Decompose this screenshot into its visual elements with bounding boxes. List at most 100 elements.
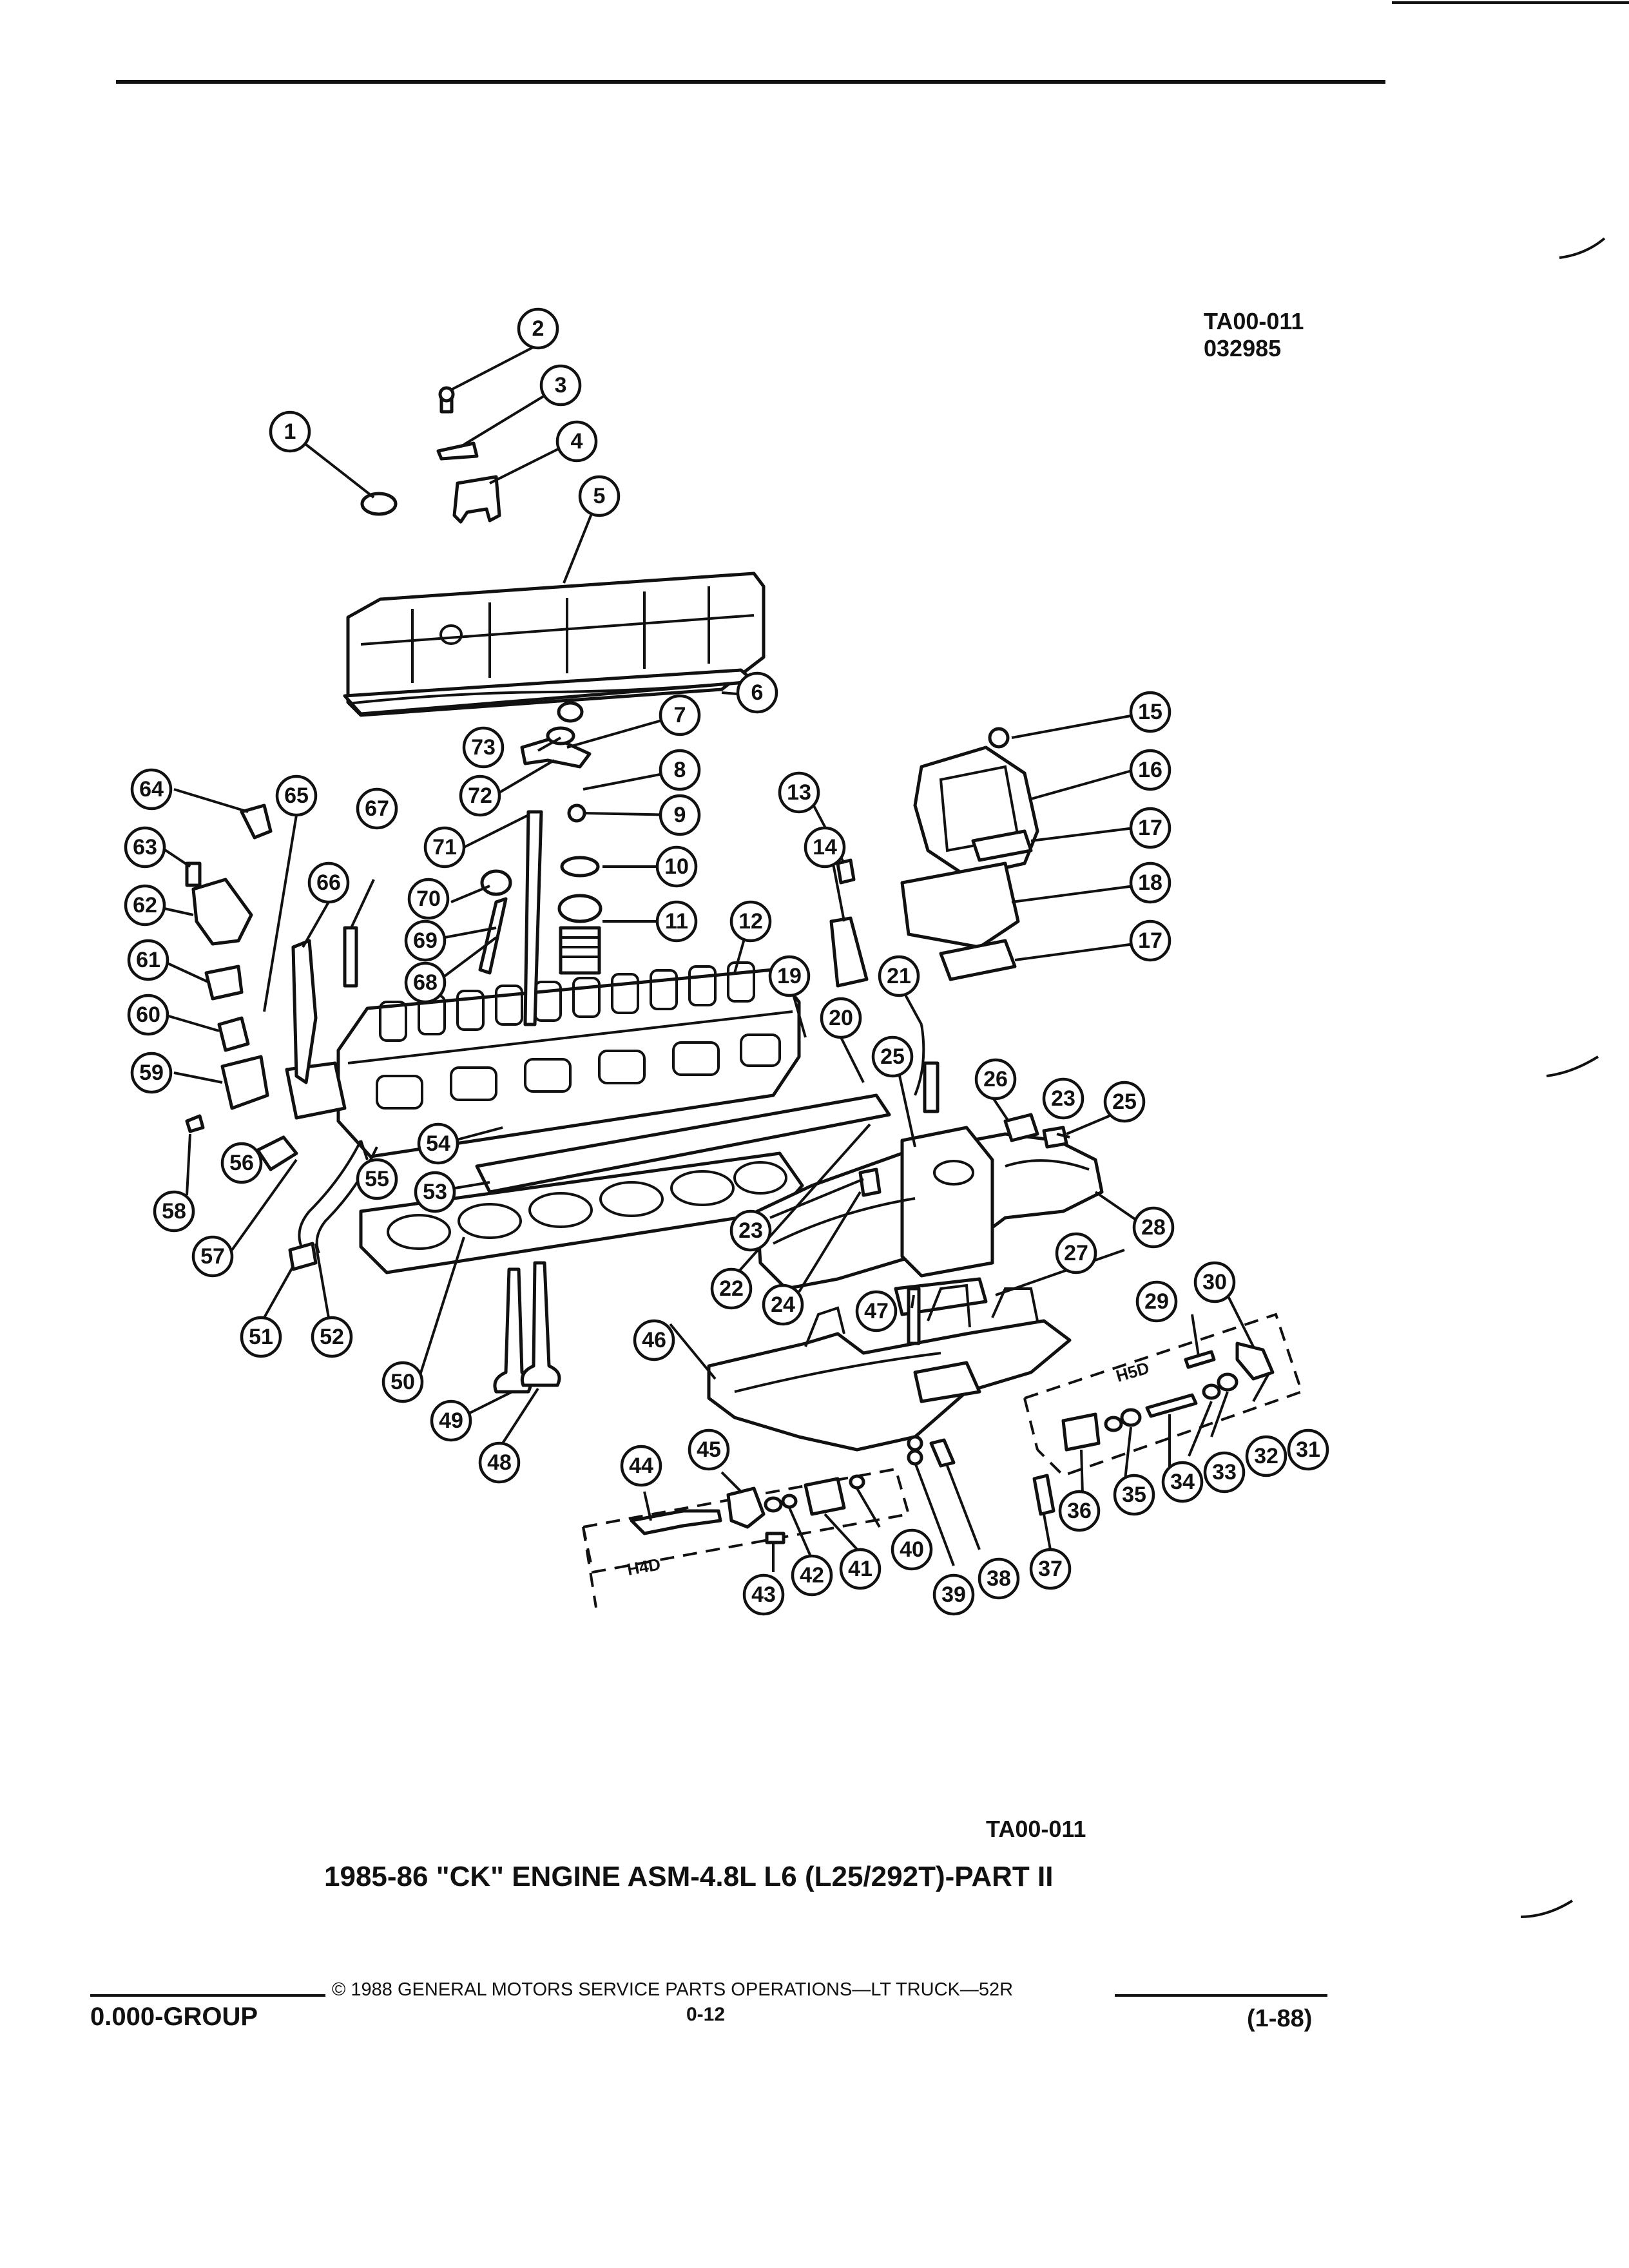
- callout-18: 18: [1129, 861, 1171, 904]
- svg-text:68: 68: [413, 970, 438, 995]
- callout-73: 73: [462, 726, 505, 769]
- header-date-code: 032985: [1204, 335, 1282, 361]
- svg-text:25: 25: [880, 1044, 905, 1069]
- callout-68: 68: [404, 961, 447, 1004]
- callout-37: 37: [1029, 1548, 1072, 1590]
- callouts: 1 2 3 4 5 6 7 8 9 10 11 12 13 14 15 16 1…: [124, 307, 1329, 1616]
- svg-text:16: 16: [1138, 758, 1162, 782]
- svg-text:29: 29: [1144, 1289, 1169, 1314]
- callout-45: 45: [688, 1428, 730, 1471]
- svg-text:27: 27: [1064, 1241, 1088, 1265]
- callout-2: 2: [517, 307, 559, 350]
- svg-text:57: 57: [200, 1244, 225, 1269]
- callout-52: 52: [311, 1316, 353, 1358]
- footer-copyright: © 1988 GENERAL MOTORS SERVICE PARTS OPER…: [332, 1979, 1014, 2000]
- svg-text:49: 49: [439, 1408, 463, 1433]
- footer-rule-right: [1115, 1994, 1327, 1997]
- svg-text:61: 61: [136, 948, 160, 972]
- intake-manifold: [755, 1024, 1104, 1291]
- callout-58: 58: [153, 1190, 195, 1233]
- callout-31: 31: [1287, 1428, 1329, 1471]
- svg-text:9: 9: [674, 803, 686, 827]
- svg-text:6: 6: [751, 680, 764, 705]
- svg-text:48: 48: [487, 1450, 512, 1475]
- callout-49: 49: [430, 1399, 472, 1442]
- svg-text:1: 1: [284, 419, 296, 444]
- callout-12: 12: [729, 900, 772, 943]
- exhaust-manifold: [707, 1277, 1072, 1452]
- svg-text:31: 31: [1296, 1437, 1320, 1462]
- kit-h4d: [582, 1435, 956, 1608]
- top-rule: [116, 80, 1385, 84]
- callout-57: 57: [191, 1235, 234, 1278]
- svg-text:19: 19: [777, 964, 802, 988]
- callout-39: 39: [932, 1573, 975, 1616]
- svg-text:69: 69: [413, 928, 438, 953]
- svg-text:71: 71: [432, 835, 457, 860]
- callout-60: 60: [127, 994, 169, 1036]
- svg-text:73: 73: [471, 735, 496, 760]
- callout-11: 11: [655, 900, 698, 943]
- svg-text:60: 60: [136, 1003, 160, 1027]
- callout-69: 69: [404, 919, 447, 962]
- callout-7: 7: [659, 694, 701, 736]
- callout-33: 33: [1203, 1451, 1246, 1494]
- svg-text:17: 17: [1138, 928, 1162, 953]
- callout-59: 59: [130, 1052, 173, 1094]
- svg-text:37: 37: [1038, 1557, 1063, 1581]
- svg-text:33: 33: [1212, 1460, 1237, 1485]
- callout-35: 35: [1113, 1474, 1155, 1516]
- callout-20: 20: [820, 997, 862, 1039]
- callout-51: 51: [240, 1316, 282, 1358]
- callout-47: 47: [855, 1290, 898, 1332]
- top-corner-rule: [1392, 1, 1629, 4]
- callout-66: 66: [307, 861, 350, 904]
- callout-3: 3: [539, 364, 582, 407]
- callout-40: 40: [891, 1528, 933, 1571]
- callout-36: 36: [1058, 1490, 1101, 1532]
- svg-text:26: 26: [983, 1067, 1008, 1091]
- svg-text:3: 3: [555, 373, 567, 398]
- callout-27: 27: [1055, 1232, 1097, 1274]
- callout-41: 41: [839, 1548, 882, 1590]
- svg-text:12: 12: [738, 909, 763, 934]
- svg-text:20: 20: [829, 1006, 853, 1030]
- svg-text:11: 11: [665, 909, 688, 934]
- callout-16: 16: [1129, 749, 1171, 791]
- callout-24: 24: [762, 1283, 804, 1326]
- callout-56: 56: [220, 1142, 263, 1184]
- callout-50: 50: [381, 1361, 424, 1403]
- callout-17-lower: 17: [1129, 919, 1171, 962]
- footer-revision: (1-88): [1247, 2005, 1313, 2032]
- valve-train: [478, 701, 602, 1026]
- svg-text:59: 59: [139, 1061, 164, 1085]
- footer-rule-left: [90, 1994, 325, 1997]
- svg-text:72: 72: [468, 783, 492, 808]
- callout-44: 44: [620, 1445, 662, 1487]
- svg-text:67: 67: [365, 796, 389, 821]
- svg-text:23: 23: [1051, 1086, 1075, 1111]
- scan-mark-2: [1546, 1055, 1599, 1077]
- callout-25-right: 25: [1103, 1081, 1146, 1123]
- scan-mark-1: [1559, 237, 1606, 259]
- rocker-cover: [343, 572, 766, 717]
- svg-text:35: 35: [1122, 1483, 1146, 1507]
- svg-text:23: 23: [738, 1218, 763, 1243]
- svg-text:56: 56: [229, 1151, 254, 1175]
- svg-text:36: 36: [1067, 1499, 1092, 1523]
- svg-text:21: 21: [887, 964, 911, 988]
- callout-19: 19: [768, 955, 811, 997]
- svg-text:55: 55: [365, 1167, 389, 1191]
- callout-65: 65: [275, 774, 318, 817]
- callout-8: 8: [659, 749, 701, 791]
- caption-code: TA00-011: [986, 1816, 1086, 1842]
- callout-38: 38: [978, 1557, 1020, 1600]
- svg-text:65: 65: [284, 783, 309, 808]
- header-code: TA00-011: [1204, 308, 1304, 334]
- callout-9: 9: [659, 794, 701, 836]
- callout-21: 21: [878, 955, 920, 997]
- callout-30: 30: [1193, 1261, 1236, 1303]
- callout-62: 62: [124, 884, 166, 927]
- svg-text:51: 51: [249, 1325, 273, 1349]
- callout-1: 1: [269, 410, 311, 453]
